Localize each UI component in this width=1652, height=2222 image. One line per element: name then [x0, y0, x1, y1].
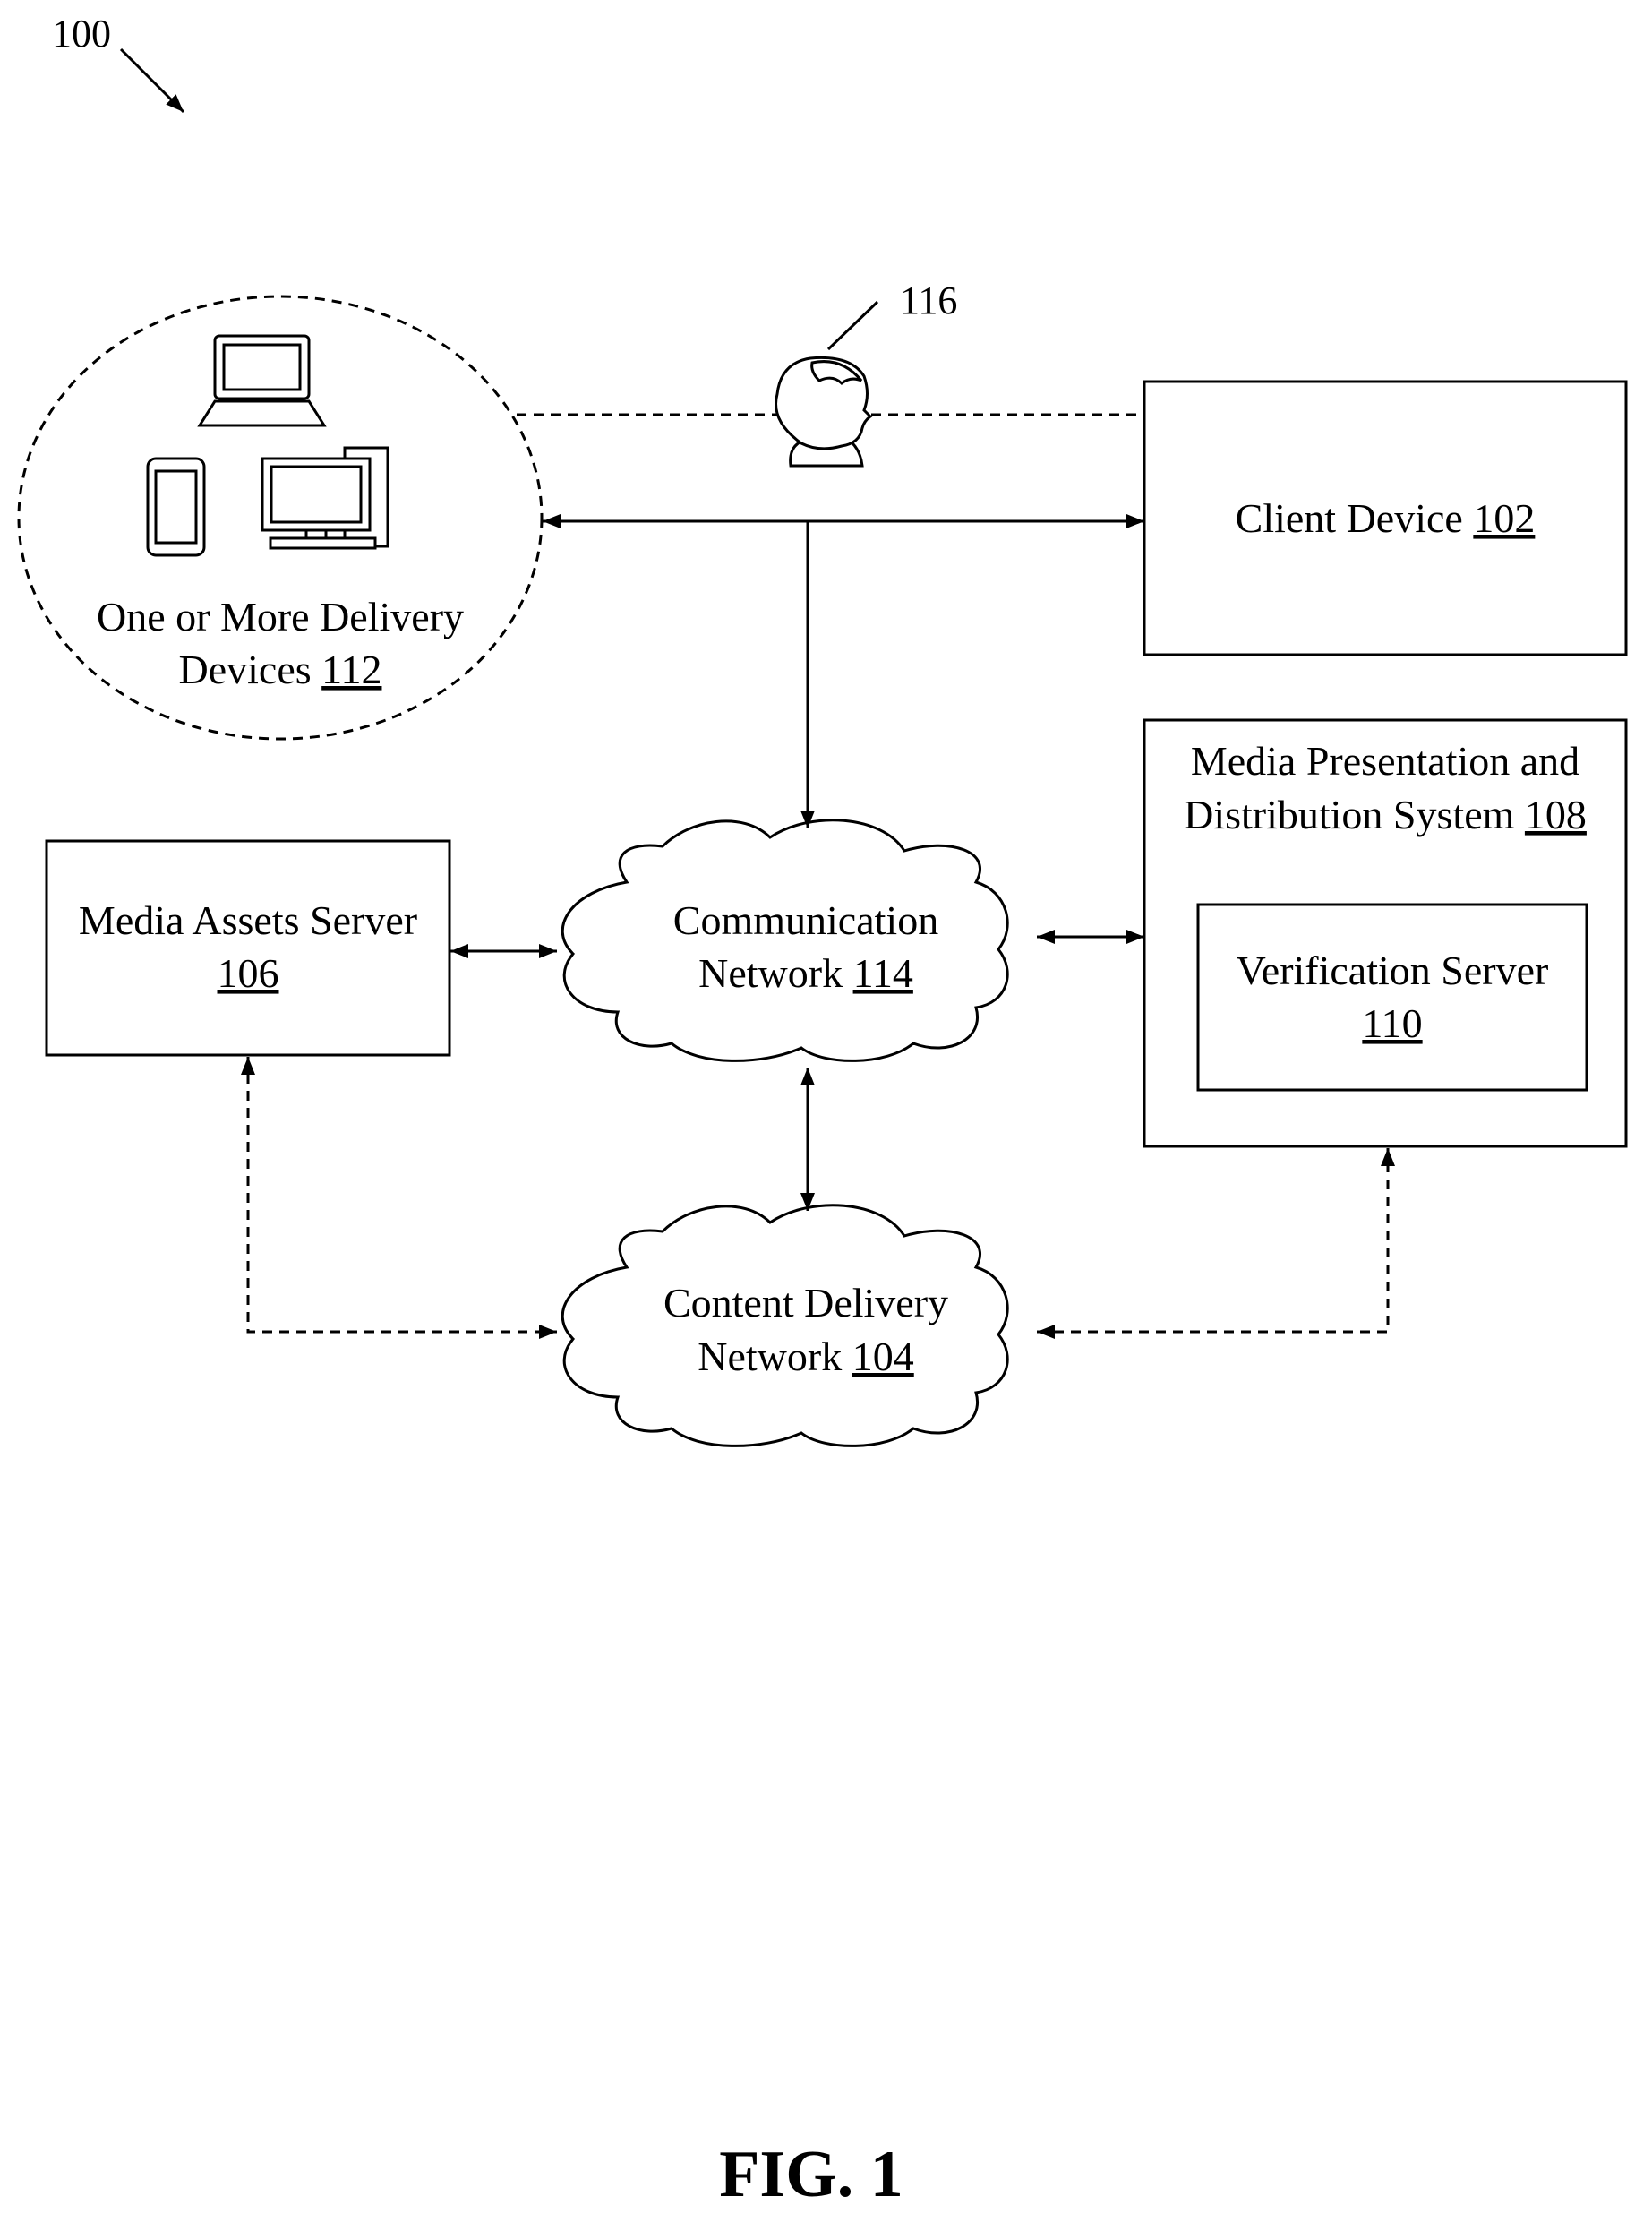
media-presentation-label-line2: Distribution System 108	[1184, 792, 1587, 837]
ref-116-leader	[828, 302, 877, 349]
content-delivery-network-cloud	[562, 1205, 1007, 1446]
user-head-icon	[776, 357, 870, 466]
content-delivery-network-node: Content Delivery Network 104	[562, 1205, 1007, 1446]
verification-server-node: Verification Server 110	[1198, 905, 1587, 1090]
delivery-devices-label-line2: Devices 112	[179, 647, 382, 692]
delivery-devices-label-line1: One or More Delivery	[97, 594, 464, 639]
communication-network-ref: 114	[853, 950, 913, 996]
verification-server-box	[1198, 905, 1587, 1090]
content-delivery-network-label-line1: Content Delivery	[663, 1280, 948, 1325]
ref-100-arrow	[121, 49, 184, 112]
client-device-ref: 102	[1473, 495, 1535, 541]
ref-100-label: 100	[52, 12, 111, 56]
desktop-computer-icon	[262, 448, 388, 548]
client-device-node: Client Device 102	[1144, 382, 1626, 655]
smartphone-icon	[148, 459, 204, 555]
communication-network-node: Communication Network 114	[562, 820, 1007, 1061]
delivery-devices-node: One or More Delivery Devices 112	[19, 296, 542, 739]
user-node: 116	[517, 279, 1142, 466]
verification-server-label-line1: Verification Server	[1237, 948, 1549, 993]
figure-caption: FIG. 1	[719, 2138, 903, 2211]
laptop-icon	[200, 336, 324, 425]
figure-reference-100: 100	[52, 12, 184, 112]
ref-116-label: 116	[900, 279, 957, 322]
delivery-devices-ref: 112	[321, 647, 381, 692]
client-device-label: Client Device 102	[1236, 495, 1536, 541]
communication-network-label-line1: Communication	[673, 897, 938, 943]
media-presentation-ref: 108	[1525, 792, 1587, 837]
dashed-arrow-content-delivery-media-presentation	[1037, 1148, 1388, 1332]
content-delivery-network-ref: 104	[852, 1334, 914, 1379]
media-assets-server-ref: 106	[218, 950, 279, 996]
communication-network-label-line2: Network 114	[698, 950, 913, 996]
media-assets-server-box	[47, 841, 449, 1055]
dashed-arrow-media-assets-content-delivery	[248, 1057, 557, 1332]
media-assets-server-node: Media Assets Server 106	[47, 841, 449, 1055]
media-presentation-label-line1: Media Presentation and	[1191, 738, 1579, 784]
verification-server-ref: 110	[1362, 1000, 1422, 1046]
media-assets-server-label-line1: Media Assets Server	[79, 897, 417, 943]
content-delivery-network-label-line2: Network 104	[698, 1334, 913, 1379]
